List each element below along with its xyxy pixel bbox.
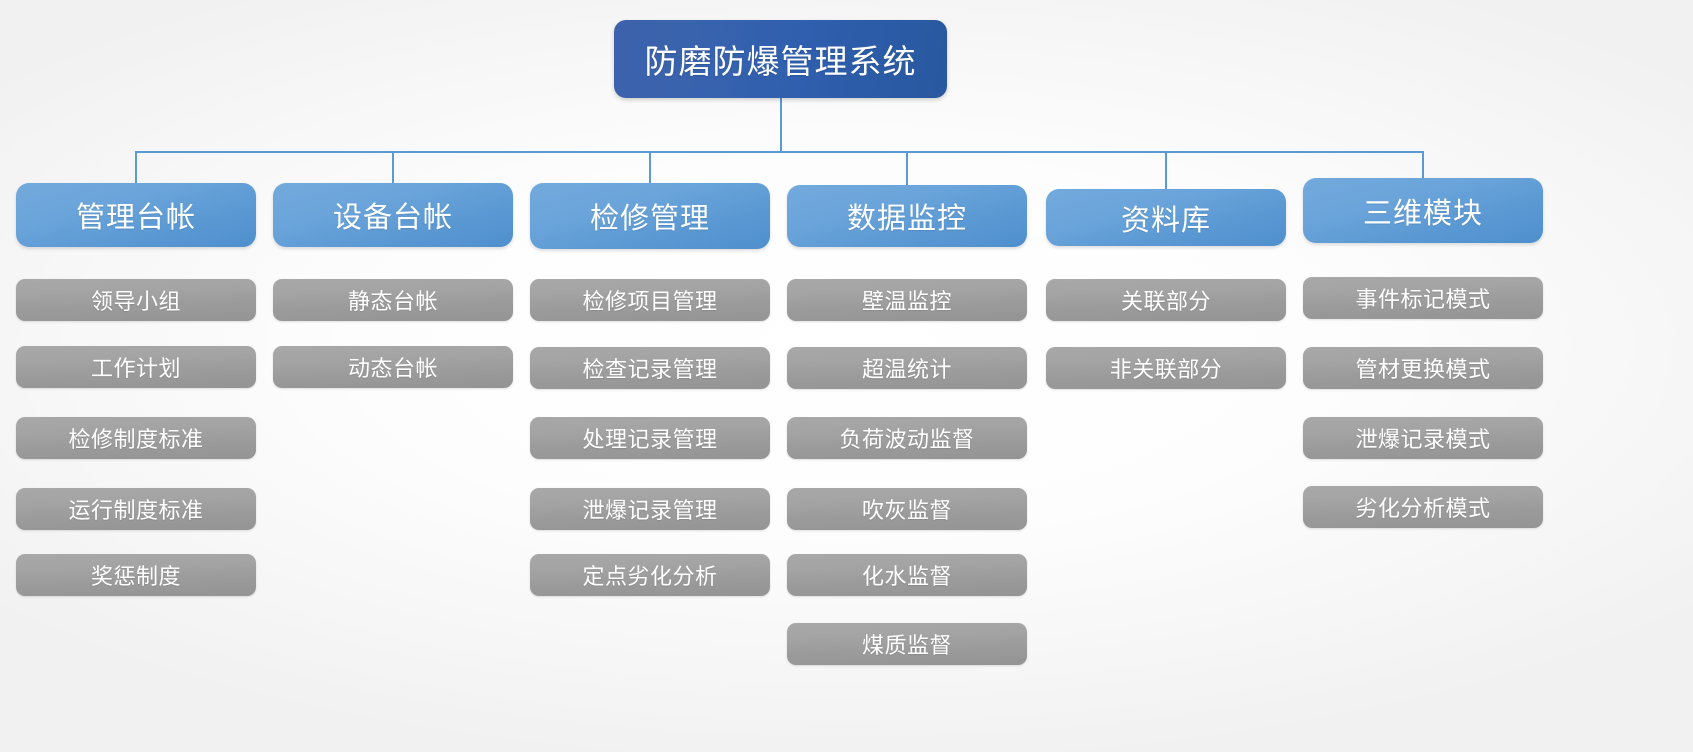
submodule-node-3-3[interactable]: 处理记录管理: [530, 417, 770, 459]
submodule-node-2-2[interactable]: 动态台帐: [273, 346, 513, 388]
submodule-node-5-2[interactable]: 非关联部分: [1046, 347, 1286, 389]
submodule-node-5-1[interactable]: 关联部分: [1046, 279, 1286, 321]
connector-drop-3: [649, 151, 651, 183]
connector-drop-5: [1165, 151, 1167, 189]
submodule-node-6-2[interactable]: 管材更换模式: [1303, 347, 1543, 389]
submodule-node-3-4[interactable]: 泄爆记录管理: [530, 488, 770, 530]
submodule-node-4-1[interactable]: 壁温监控: [787, 279, 1027, 321]
submodule-node-4-4[interactable]: 吹灰监督: [787, 488, 1027, 530]
submodule-node-6-4[interactable]: 劣化分析模式: [1303, 486, 1543, 528]
submodule-node-4-2[interactable]: 超温统计: [787, 347, 1027, 389]
submodule-node-4-6[interactable]: 煤质监督: [787, 623, 1027, 665]
submodule-node-1-3[interactable]: 检修制度标准: [16, 417, 256, 459]
submodule-node-1-4[interactable]: 运行制度标准: [16, 488, 256, 530]
submodule-node-1-1[interactable]: 领导小组: [16, 279, 256, 321]
module-node-2[interactable]: 设备台帐: [273, 183, 513, 247]
connector-drop-1: [135, 151, 137, 183]
connector-drop-2: [392, 151, 394, 183]
submodule-node-4-5[interactable]: 化水监督: [787, 554, 1027, 596]
module-node-4[interactable]: 数据监控: [787, 185, 1027, 247]
module-node-3[interactable]: 检修管理: [530, 183, 770, 249]
submodule-node-6-1[interactable]: 事件标记模式: [1303, 277, 1543, 319]
submodule-node-1-5[interactable]: 奖惩制度: [16, 554, 256, 596]
submodule-node-4-3[interactable]: 负荷波动监督: [787, 417, 1027, 459]
connector-drop-4: [906, 151, 908, 185]
connector-drop-6: [1422, 151, 1424, 178]
submodule-node-1-2[interactable]: 工作计划: [16, 346, 256, 388]
module-node-5[interactable]: 资料库: [1046, 189, 1286, 246]
submodule-node-6-3[interactable]: 泄爆记录模式: [1303, 417, 1543, 459]
connector-horizontal-bus: [136, 151, 1423, 153]
module-node-6[interactable]: 三维模块: [1303, 178, 1543, 243]
submodule-node-3-2[interactable]: 检查记录管理: [530, 347, 770, 389]
submodule-node-3-1[interactable]: 检修项目管理: [530, 279, 770, 321]
submodule-node-3-5[interactable]: 定点劣化分析: [530, 554, 770, 596]
root-node-system-title[interactable]: 防磨防爆管理系统: [614, 20, 947, 98]
submodule-node-2-1[interactable]: 静态台帐: [273, 279, 513, 321]
connector-root-stem: [780, 98, 782, 151]
module-node-1[interactable]: 管理台帐: [16, 183, 256, 247]
